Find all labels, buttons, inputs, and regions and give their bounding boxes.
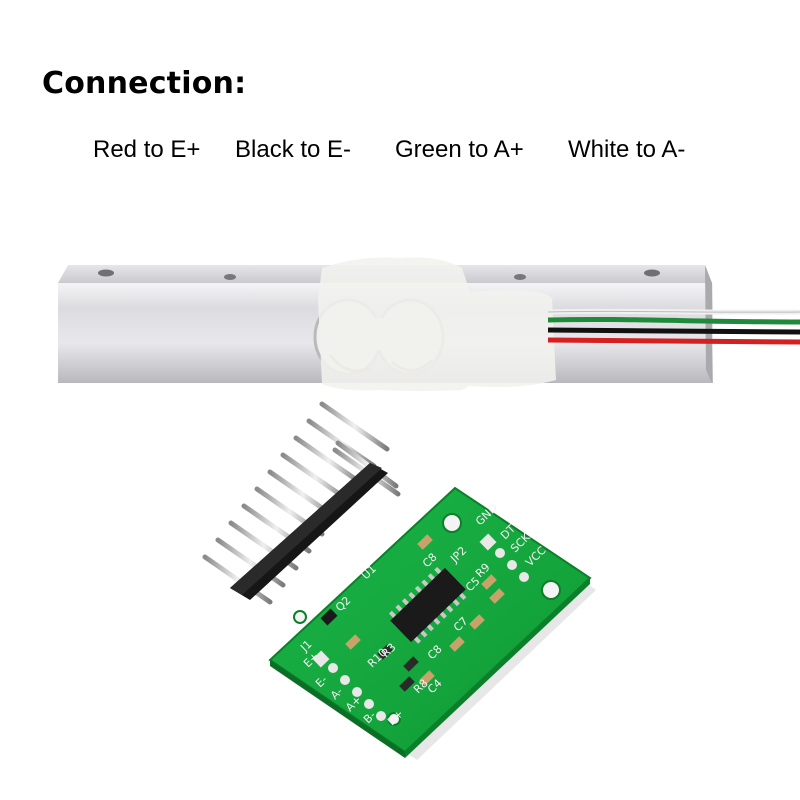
smd-components — [345, 534, 505, 692]
wiring-black-label: Black to E- — [235, 136, 352, 163]
wiring-white-label: White to A- — [568, 136, 686, 163]
transistor-q2 — [320, 608, 338, 626]
input-pads — [312, 650, 386, 721]
wiring-green-label: Green to A+ — [395, 136, 524, 163]
connection-heading: Connection: — [42, 66, 247, 101]
hx711-board: GND DT SCK VCC JP2 C8 C5 R9 C7 C8 C4 R8 … — [268, 486, 596, 760]
output-pads — [479, 533, 529, 582]
wiring-red-label: Red to E+ — [93, 136, 201, 163]
hx711-chip — [388, 566, 467, 644]
mounting-hole — [387, 712, 401, 726]
mounting-hole — [442, 513, 462, 533]
mounting-hole — [541, 580, 561, 600]
mounting-hole — [293, 610, 307, 624]
load-cell-potting — [318, 257, 556, 391]
load-cell — [58, 257, 800, 391]
silkscreen-labels: GND DT SCK VCC JP2 C8 C5 R9 C7 C8 C4 R8 … — [297, 501, 548, 728]
pin-header — [202, 401, 401, 605]
load-cell-wires — [547, 308, 800, 345]
